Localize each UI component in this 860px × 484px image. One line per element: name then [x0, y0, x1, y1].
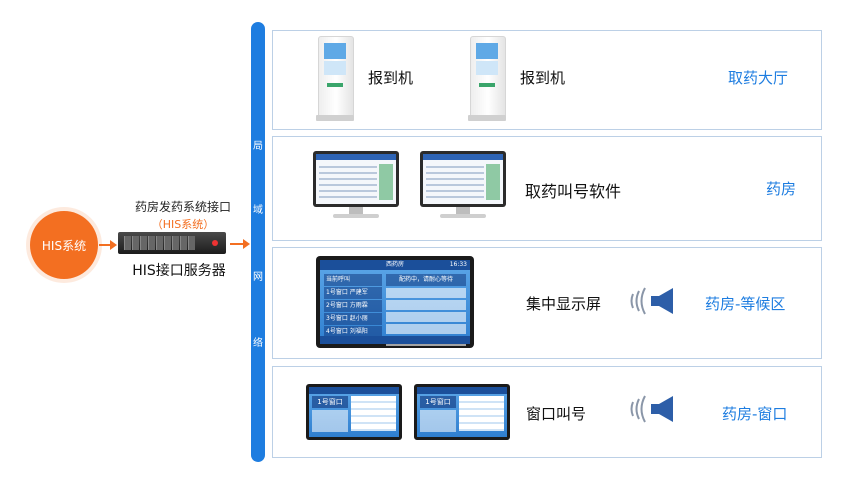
central-display-label: 集中显示屏 — [526, 295, 602, 313]
kiosk-label: 报到机 — [368, 69, 414, 87]
kiosk-icon — [316, 36, 354, 121]
display-call-row: 4号窗口 刘福阳 — [324, 326, 382, 338]
panel-hall — [272, 30, 822, 130]
window-display-icon: 1号窗口 — [306, 384, 402, 440]
zone-label-pharmacy: 药房 — [766, 180, 797, 198]
window-call-label: 窗口叫号 — [526, 405, 587, 423]
kiosk-icon — [468, 36, 506, 121]
server-to-lan-arrow — [230, 239, 250, 249]
display-right-header: 配药中，请耐心等待 — [386, 274, 466, 286]
display-title: 西药房 — [385, 261, 404, 268]
lan-char: 局 — [253, 141, 263, 152]
monitor-base — [333, 214, 379, 218]
window-display-icon: 1号窗口 — [414, 384, 510, 440]
kiosk-label: 报到机 — [520, 69, 566, 87]
monitor-stand — [349, 207, 363, 215]
monitor-base — [440, 214, 486, 218]
monitor-stand — [456, 207, 470, 215]
display-left-header: 当前呼叫 — [324, 274, 382, 286]
central-display-icon: 西药房 16:33 当前呼叫 1号窗口 严建军 2号窗口 方雨霖 3号窗口 赵小… — [316, 256, 474, 348]
speaker-icon — [630, 395, 673, 423]
server-icon — [118, 232, 226, 254]
zone-label-window: 药房-窗口 — [722, 405, 788, 423]
speaker-icon — [630, 287, 673, 315]
his-system-label: HIS系统 — [41, 238, 87, 253]
server-name: HIS接口服务器 — [132, 263, 226, 279]
server-title: 药房发药系统接口 — [134, 200, 231, 214]
lan-char: 络 — [253, 338, 263, 349]
zone-label-hall: 取药大厅 — [728, 69, 789, 87]
server-subtitle: （HIS系统） — [151, 218, 215, 231]
monitor-icon — [313, 151, 399, 207]
window-display-big: 1号窗口 — [312, 396, 348, 408]
lan-bar — [251, 22, 265, 462]
zone-label-waiting: 药房-等候区 — [705, 295, 786, 313]
lan-char: 网 — [253, 272, 263, 283]
pharmacy-software-label: 取药叫号软件 — [525, 182, 622, 201]
display-call-row: 2号窗口 方雨霖 — [324, 300, 382, 312]
display-call-row: 1号窗口 严建军 — [324, 287, 382, 299]
window-display-big: 1号窗口 — [420, 396, 456, 408]
lan-char: 域 — [253, 205, 263, 216]
his-to-server-arrow — [99, 240, 117, 250]
monitor-icon — [420, 151, 506, 207]
his-system-node: HIS系统 — [30, 211, 98, 279]
display-call-row: 3号窗口 赵小丽 — [324, 313, 382, 325]
display-time: 16:33 — [449, 261, 467, 268]
